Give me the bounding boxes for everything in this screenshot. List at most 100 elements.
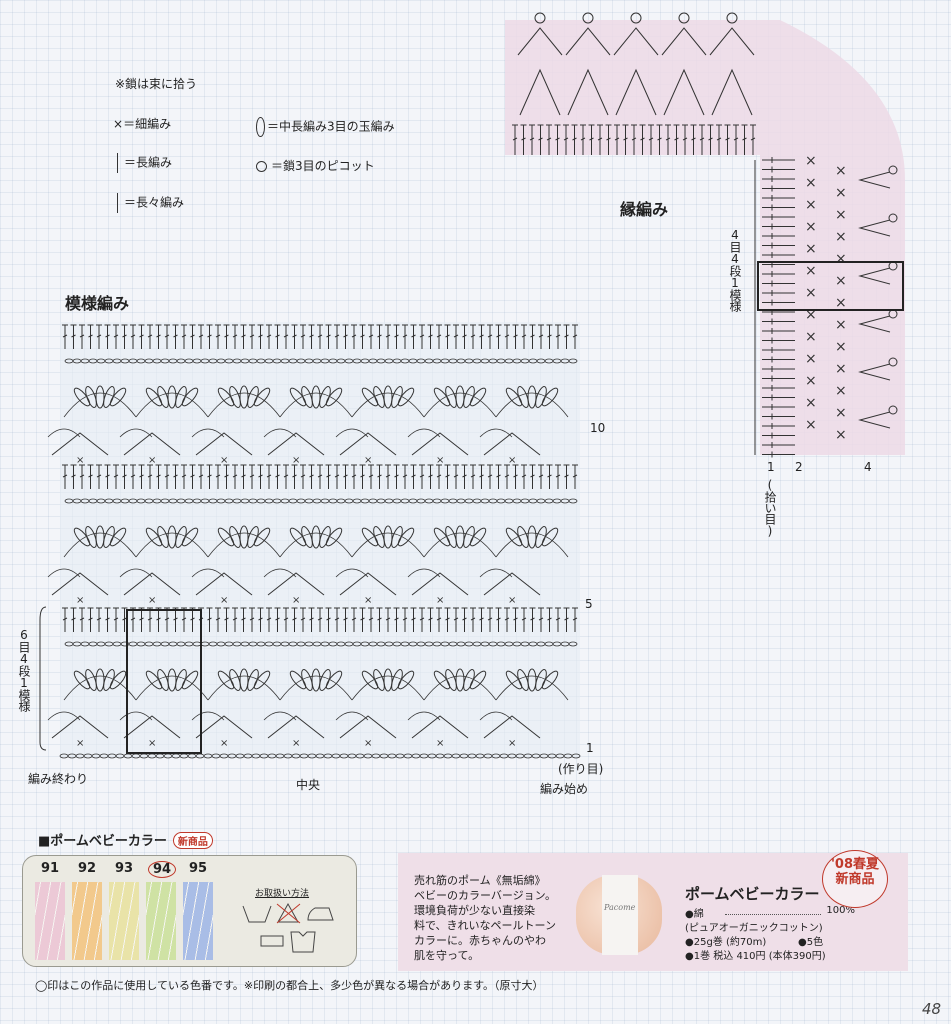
single-crochet: × [292,455,300,466]
yarn-ball-image: Pacome [576,875,662,955]
single-crochet: × [508,595,516,606]
double-crochet-bar [207,474,212,478]
chain-loop [335,568,369,578]
chain-arch [63,675,137,701]
puff-stitch [391,526,403,548]
double-crochet-bar [147,617,153,621]
single-crochet: × [436,455,444,466]
puff-stitch [239,668,249,692]
puff-stitch [109,670,127,690]
care-title: お取扱い方法 [255,889,310,899]
start-label: 編み始め [540,782,589,796]
chain-arch [279,532,353,558]
double-crochet-bar [147,334,153,338]
chain-loop [263,711,297,721]
v-stitch [339,572,397,596]
double-crochet-bar [241,617,246,621]
edge-row-label-4: 4 [864,460,872,474]
v-stitch [411,715,469,739]
puff-stitch [103,526,115,548]
edge-double-crochet-bar [699,137,705,141]
double-crochet-bar [547,617,552,621]
double-crochet-bar [232,617,238,621]
double-crochet-bar [547,474,552,478]
double-crochet-bar [224,617,229,621]
double-crochet-bar [105,334,110,338]
edge-double-crochet-bar [674,137,679,141]
double-crochet-bar [445,334,450,338]
double-crochet-bar [436,334,442,338]
edge-double-crochet-bar [657,137,662,141]
puff-stitch [301,526,313,548]
puff-stitch [253,387,271,407]
v-stitch [339,715,397,739]
double-crochet-bar [181,334,187,338]
double-crochet-bar [555,474,561,478]
double-crochet-bar [462,617,467,621]
edge-single-crochet: × [805,241,817,257]
edge-fan [858,411,891,429]
edge-fan-top [519,68,561,116]
edge-double-crochet-bar [572,137,577,141]
double-crochet-bar [258,474,263,478]
double-crochet-bar [156,474,161,478]
puff-stitch [527,525,537,549]
edge-fan [858,219,891,237]
single-crochet: × [292,738,300,749]
double-crochet-bar [139,334,144,338]
edge-fan-top2 [565,27,611,56]
double-crochet-bar [122,617,127,621]
chain-loop [407,568,441,578]
edge-double-crochet-bar [521,137,526,141]
row-label-5: 5 [585,597,593,611]
double-crochet-bar [419,474,425,478]
puff-stitch [433,387,451,407]
double-crochet-bar [232,474,238,478]
edge-double-crochet-bar [750,137,756,141]
puff-stitch [109,387,127,407]
edge-double-crochet-bar [665,137,671,141]
puff-stitch [505,387,523,407]
picot-top [582,12,594,24]
edge-double-crochet-bar [631,137,637,141]
edge-single-crochet: × [835,405,847,421]
double-crochet-bar [360,334,365,338]
puff-stitch [289,527,307,547]
edge-double-crochet-bar [512,137,518,141]
double-crochet-bar [96,617,102,621]
chain-stitch [568,641,578,647]
v-stitch [411,572,469,596]
puff-stitch [289,387,307,407]
puff-stitch [289,670,307,690]
care-icons [242,902,334,953]
double-crochet-bar [453,474,459,478]
puff-stitch [95,385,105,409]
edge-double-crochet-bar [648,137,654,141]
main-repeat-label: 6目4段1模様 [17,628,31,711]
double-crochet-bar [309,474,314,478]
puff-stitch [109,527,127,547]
double-crochet-bar [385,617,391,621]
double-crochet-bar [207,617,212,621]
double-crochet-icon [117,153,124,173]
double-crochet-bar [572,334,578,338]
edge-single-crochet: × [805,153,817,169]
puff-stitch [301,386,313,408]
puff-stitch [325,670,343,690]
double-crochet-bar [479,474,484,478]
puff-stitch [505,670,523,690]
edge-single-crochet: × [835,229,847,245]
double-crochet-bar [173,334,178,338]
chain-loop [191,711,225,721]
puff-stitch [433,527,451,547]
double-crochet-bar [224,334,229,338]
product-weight: ●25g巻 (約70m) [685,937,767,948]
puff-stitch [229,669,241,691]
treble-crochet-icon [117,193,124,213]
puff-stitch [527,385,537,409]
puff-stitch [527,668,537,692]
double-crochet-bar [377,617,382,621]
repeat-box [126,609,202,754]
chain-arch [207,675,281,701]
puff-stitch [433,670,451,690]
